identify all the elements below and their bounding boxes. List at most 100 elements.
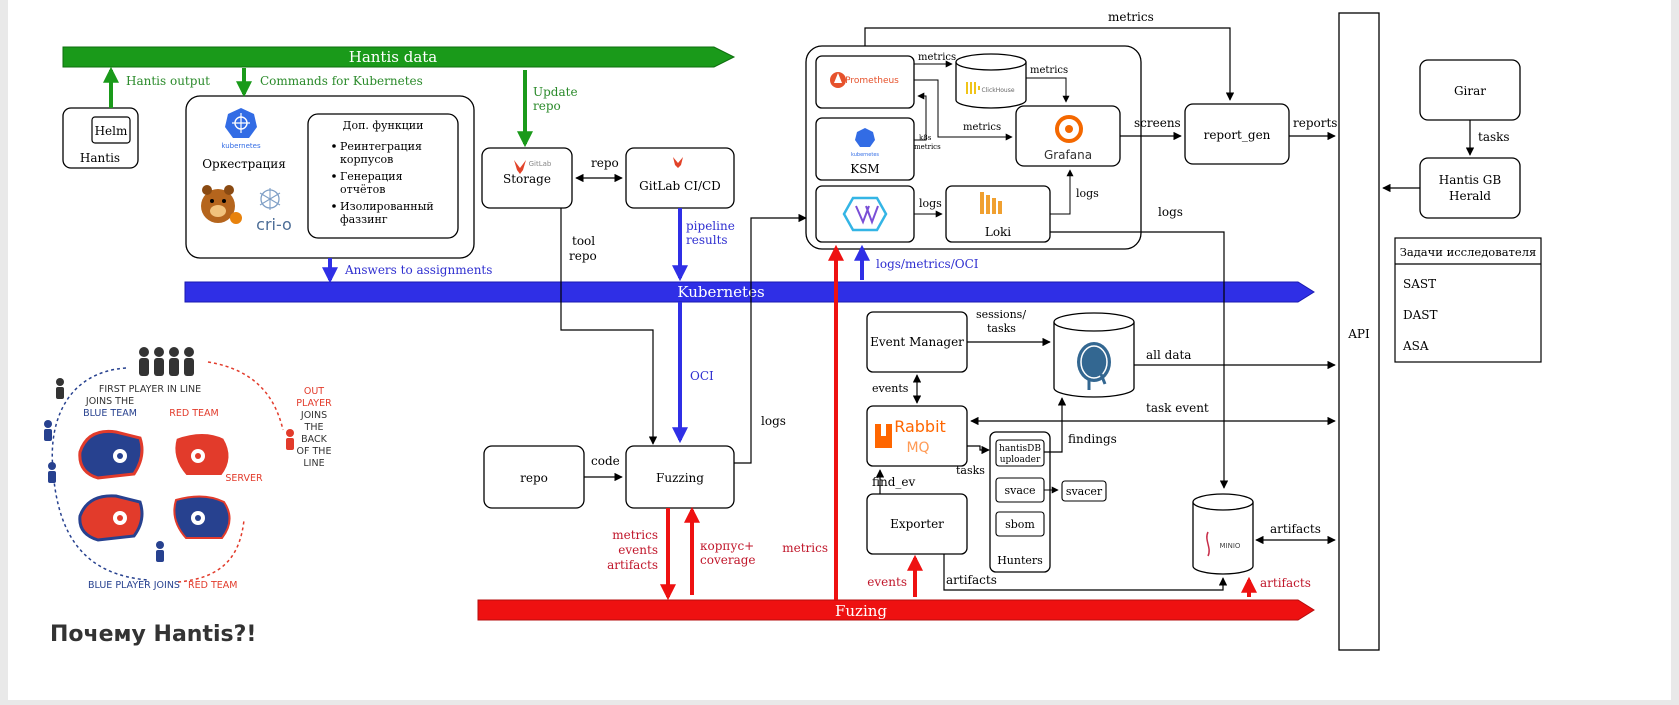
korpus-label-2: coverage [700,553,756,567]
kubernetes-logo-text: kubernetes [221,142,261,150]
gitlab-ci-node: GitLab CI/CD [625,147,735,209]
extra-functions-box [307,113,459,239]
game-red-team-bottom: RED TEAM [188,580,237,591]
players-queue-icon [139,347,194,376]
fuzzing-node: Fuzzing [625,445,735,509]
uploader-label-1: hantisDB [999,444,1041,454]
storage-label: Storage [503,172,551,186]
ksm-prom-arrow [914,92,927,141]
gitlab-logo-text: GitLab [529,160,552,168]
exporter-minio-arrow [943,554,1228,591]
tool-repo-label-1: tool [572,234,595,248]
fuzing-artifacts-label: artifacts [1260,576,1311,590]
extra-function-line: Реинтеграция [340,140,422,153]
hantis-output-label: Hantis output [126,74,210,88]
game-server: SERVER [225,473,263,484]
task-event-label: task event [1146,401,1209,415]
game-out-player-line: LINE [303,458,324,469]
all-data-label: all data [1146,348,1191,362]
fuzzing-logs-arrow [734,213,807,464]
fuzzing-label: Fuzzing [656,471,704,485]
bear-mascot-icon [201,185,242,224]
research-table-row: SAST [1403,277,1436,291]
findings-label: findings [1068,432,1117,446]
gitlab-ci-fox-icon [673,157,683,168]
gitlab-fox-icon [514,160,526,174]
gitlab-ci-label: GitLab CI/CD [639,179,721,193]
sbom-label: sbom [1005,518,1035,531]
extra-functions-list: РеинтеграциякорпусовГенерацияотчётовИзол… [332,140,434,226]
pipeline-label-1: pipeline [686,219,735,233]
grafana-label: Grafana [1044,148,1092,162]
herald-label-1: Hantis GB [1439,173,1502,187]
findings-arrow [1044,397,1067,453]
repo-node: repo [483,445,585,509]
code-label: code [591,454,620,468]
prom-grafana-arrow [914,79,1013,141]
fuzzing-logs-label: logs [761,414,786,428]
ksm-logo-text: kubernetes [851,152,879,158]
herald-node: Hantis GB Herald [1419,157,1521,219]
game-illustration: FIRST PLAYER IN LINE JOINS THE BLUE TEAM… [44,347,332,591]
event-manager-label: Event Manager [870,335,964,349]
helm-label: Helm [95,124,128,138]
vector-hex-icon [842,196,888,232]
pipeline-label-2: results [686,233,728,247]
research-table-row: DAST [1403,308,1438,322]
diagram-canvas: Hantis data Kubernetes Fuzing Helm Hanti… [8,0,1671,700]
storage-node: GitLab Storage [481,147,573,209]
fuzing-events-label: events [867,575,907,589]
reports-label: reports [1293,116,1337,130]
metrics-events-label-1: metrics [612,528,658,542]
repo-node-label: repo [520,471,548,485]
sessions-label-2: tasks [987,322,1016,335]
postgres-node [1053,312,1135,398]
rabbit-label-1: Rabbit [894,417,946,436]
grafana-node: Grafana [1015,105,1121,167]
svacer-label: svacer [1066,485,1103,498]
hantis-node: Helm Hantis [62,107,139,169]
girar-node: Girar [1419,59,1521,121]
kubernetes-logo-icon [225,108,257,138]
game-out-player-line: THE [304,422,324,433]
hantis-label: Hantis [80,151,120,165]
girar-tasks-label: tasks [1478,130,1510,144]
ksm-label: KSM [850,162,879,176]
oci-label: OCI [690,369,714,383]
clickhouse-node: ClickHouse [955,53,1027,109]
hunters-label: Hunters [997,554,1043,567]
ksm-kubernetes-icon [855,128,875,147]
exporter-label: Exporter [890,517,944,531]
metrics-events-label-2: events [618,543,658,557]
girar-label: Girar [1454,84,1486,98]
research-table-title: Задачи исследователя [1400,245,1537,259]
rabbit-tasks-label: tasks [956,464,985,477]
k8s-metrics-label-1: k8s [919,134,932,142]
hantis-data-bus: Hantis data [62,46,736,68]
top-metrics-label: metrics [1108,10,1154,24]
game-first-player-2: JOINS THE [85,396,134,407]
loki-minio-logs-label: logs [1158,205,1183,219]
kubernetes-bus-label: Kubernetes [677,283,764,301]
loki-node: Loki [945,185,1051,243]
loki-logs-label: logs [1076,187,1099,200]
minio-node: MINIO [1192,493,1254,575]
korpus-label-1: корпус+ [700,539,754,553]
commands-label: Commands for Kubernetes [260,74,423,88]
court-squares-icon [78,429,231,542]
svacer-node: svacer [1061,480,1107,502]
prometheus-node: Prometheus [815,55,915,109]
metrics-events-label-3: artifacts [607,558,658,572]
crio-logo-icon [259,188,281,210]
api-node: API [1338,12,1380,651]
bullet-icon [332,174,336,178]
hantis-data-label: Hantis data [349,48,438,66]
postgres-elephant-icon [1077,342,1111,390]
report-gen-label: report_gen [1204,128,1271,142]
extra-function-line: отчётов [340,183,385,196]
page-heading: Почему Hantis?! [50,622,256,647]
extra-function-line: Генерация [340,170,403,183]
answers-label: Answers to assignments [344,263,492,277]
